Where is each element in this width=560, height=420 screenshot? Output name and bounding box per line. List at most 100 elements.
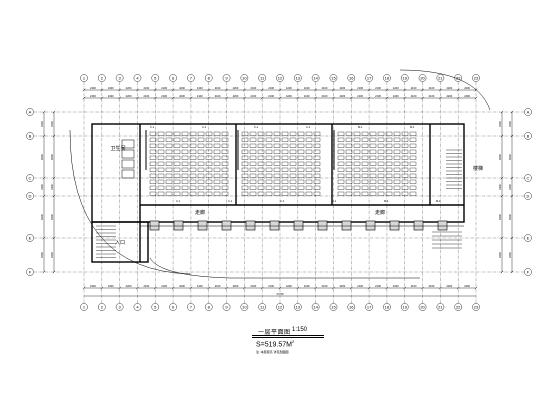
- dim-top-bays-2-text: 4200: [179, 94, 185, 98]
- dim-right-2-tick: [510, 134, 514, 138]
- axis-bubble-top: [472, 74, 480, 82]
- desk: [409, 167, 417, 172]
- desk: [377, 131, 385, 136]
- dim-left-tick: [42, 176, 46, 180]
- desk: [221, 191, 229, 196]
- dim-right-2-tick: [510, 194, 514, 198]
- desk: [401, 167, 409, 172]
- desk: [213, 149, 221, 154]
- desk: [337, 149, 345, 154]
- desk: [289, 161, 297, 166]
- desk: [157, 143, 165, 148]
- dim-left-2-tick: [52, 194, 56, 198]
- dim-top-bays-tick: [349, 88, 353, 92]
- axis-label-top: 9: [225, 75, 228, 80]
- dim-top-bays-text: 2400: [90, 86, 96, 90]
- desk: [305, 161, 313, 166]
- dim-top-bays-2-tick: [385, 96, 389, 100]
- desk: [221, 155, 229, 160]
- desk: [385, 191, 393, 196]
- axis-bubble-right: [524, 234, 532, 242]
- dim-left-2-text: 1800: [50, 252, 54, 258]
- desk: [149, 185, 157, 190]
- desk: [297, 191, 305, 196]
- dim-left-tick: [42, 270, 46, 274]
- desk: [281, 155, 289, 160]
- desk: [361, 131, 369, 136]
- column: [197, 220, 208, 231]
- desk: [337, 155, 345, 160]
- desk: [197, 167, 205, 172]
- axis-bubble-top: [294, 74, 302, 82]
- dim-top-bays-tick: [225, 88, 228, 92]
- desk: [377, 191, 385, 196]
- dim-top-bays-2-text: 4200: [393, 94, 399, 98]
- desk: [165, 137, 173, 142]
- desk: [377, 179, 385, 184]
- dim-top-bays-2-text: 2100: [375, 94, 381, 98]
- desk: [257, 167, 265, 172]
- desk: [289, 149, 297, 154]
- desk: [345, 167, 353, 172]
- dim-top-bays-2-tick: [367, 96, 371, 100]
- desk: [157, 131, 165, 136]
- desk: [337, 137, 345, 142]
- desk: [409, 131, 417, 136]
- door-tag: M-1: [358, 125, 363, 129]
- axis-label-right: F: [527, 269, 530, 274]
- dim-bottom-bays-text: 2100: [197, 284, 203, 288]
- desk: [337, 167, 345, 172]
- axis-label-bottom: 15: [331, 304, 336, 309]
- desk: [409, 143, 417, 148]
- desk: [305, 173, 313, 178]
- desk: [165, 167, 173, 172]
- dim-top-bays-2-tick: [349, 96, 353, 100]
- axis-bubble-top: [222, 74, 231, 82]
- dim-top-bays-2-text: 2100: [215, 94, 221, 98]
- axis-bubble-right: [524, 174, 532, 182]
- axis-label-left: A: [29, 109, 32, 114]
- desk: [361, 191, 369, 196]
- axis-bubble-top: [204, 74, 213, 82]
- dim-left-tick: [42, 236, 46, 240]
- site-curve-left: [69, 129, 191, 275]
- axis-label-top: 6: [172, 75, 175, 80]
- desk: [297, 173, 305, 178]
- axis-bubble-bottom: [436, 303, 445, 311]
- dim-top-bays-text: 2100: [197, 86, 203, 90]
- desk: [353, 143, 361, 148]
- desk: [377, 155, 385, 160]
- desk: [213, 185, 221, 190]
- axis-bubbles: 1122334455667788991010111112121313141415…: [26, 74, 532, 311]
- dim-bottom-bays-tick: [260, 286, 264, 290]
- dim-top-bays-text: 2100: [322, 86, 328, 90]
- dim-right-text: 1800: [498, 252, 502, 258]
- axis-label-top: 11: [260, 75, 265, 80]
- axis-bubble-top: [187, 74, 195, 82]
- dim-right-2-text: 6300: [508, 154, 512, 160]
- area-label: S=519.57M2: [256, 339, 294, 348]
- desk: [385, 155, 393, 160]
- dim-left-2-text: 6300: [50, 214, 54, 220]
- axis-bubble-top: [383, 74, 391, 82]
- desk: [165, 131, 173, 136]
- desk: [173, 185, 181, 190]
- axis-label-top: 18: [385, 75, 390, 80]
- dim-left-2-tick: [52, 270, 56, 274]
- desk: [385, 131, 393, 136]
- dim-top-bays-text: 2100: [268, 86, 274, 90]
- desk: [241, 191, 249, 196]
- dim-right-2-text: 1800: [508, 252, 512, 258]
- desk: [289, 131, 297, 136]
- dim-top-bays-tick: [136, 88, 139, 92]
- title-underline-thin: [252, 337, 324, 338]
- desk: [385, 161, 393, 166]
- site-road: [149, 257, 420, 279]
- desk: [241, 143, 249, 148]
- desk: [165, 149, 173, 154]
- desk: [401, 149, 409, 154]
- desk: [369, 143, 377, 148]
- dim-right-tick: [500, 110, 504, 114]
- dim-top-bays-tick: [189, 88, 193, 92]
- desk: [385, 149, 393, 154]
